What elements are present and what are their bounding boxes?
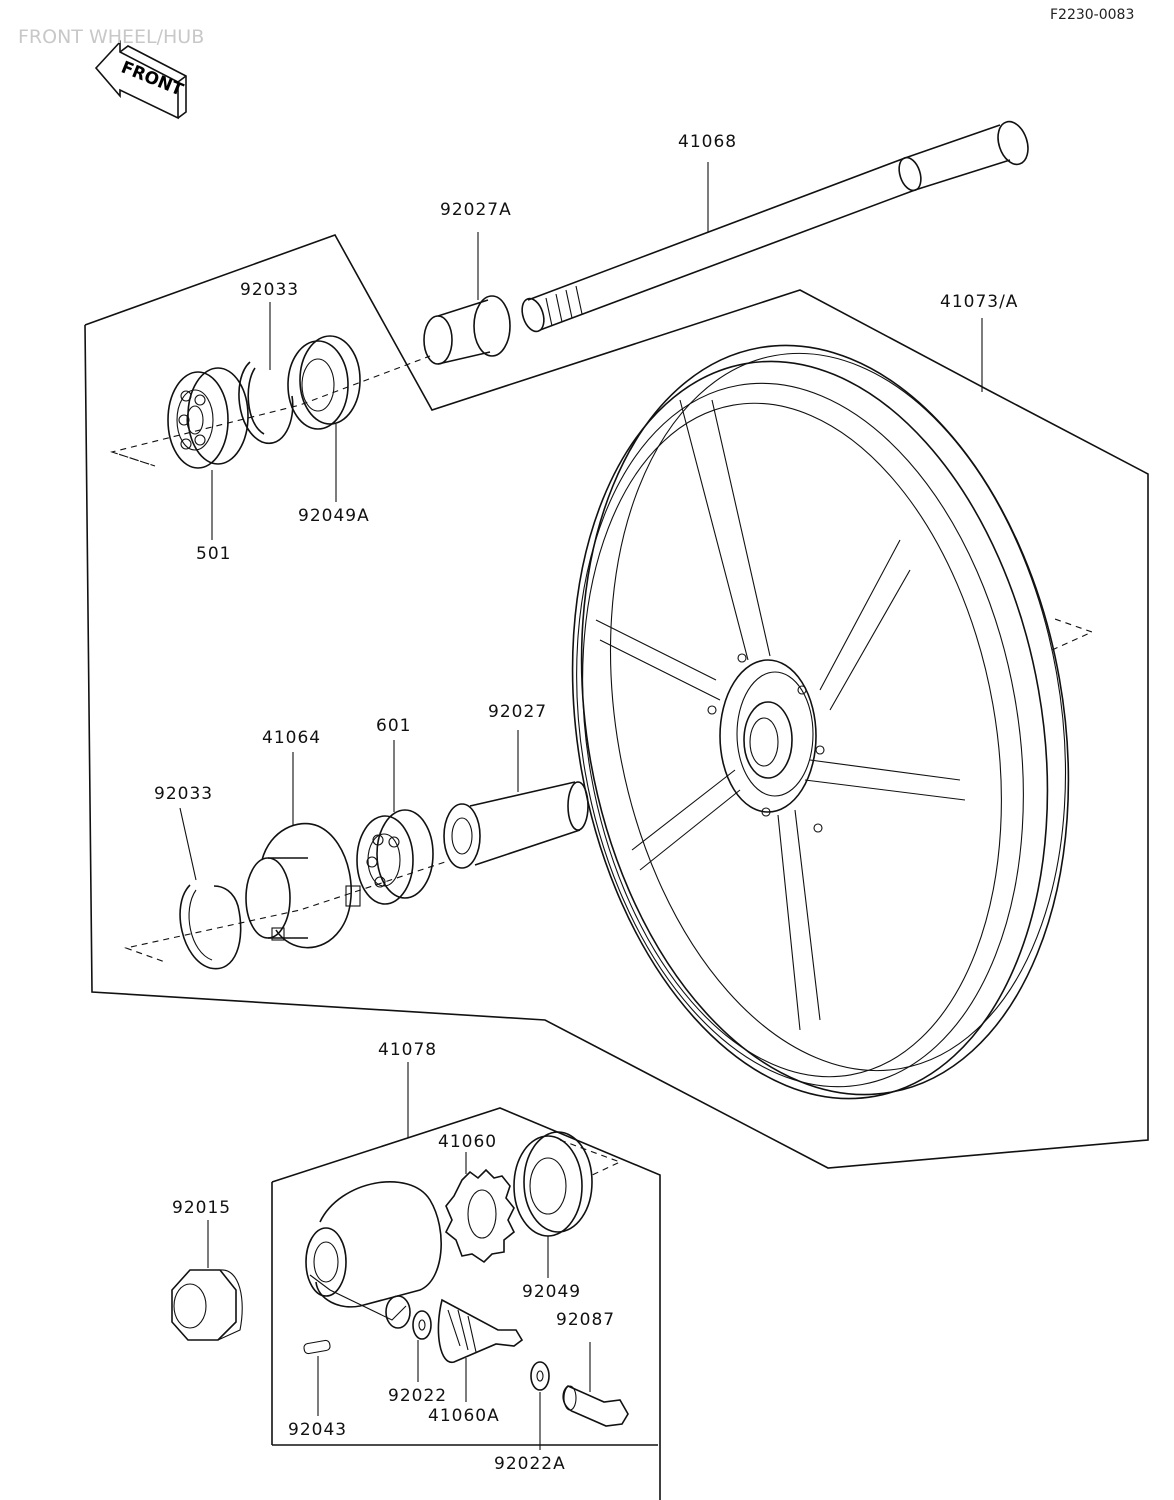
- wheel-41073a: [571, 318, 1094, 1100]
- spacer-92027: [443, 730, 589, 869]
- part-label-41078: 41078: [378, 1040, 438, 1060]
- part-label-92043: 92043: [288, 1420, 348, 1440]
- collar-92027a: [423, 232, 511, 365]
- circlip-92033-mid: [179, 807, 242, 970]
- washer-92022: [412, 1310, 432, 1382]
- speedometer-assembly-frame: [271, 1107, 661, 1500]
- part-label-92027: 92027: [488, 702, 548, 722]
- part-label-92033-mid: 92033: [154, 784, 214, 804]
- seal-92049: [513, 1131, 622, 1278]
- part-label-92022: 92022: [388, 1386, 448, 1406]
- part-label-501: 501: [196, 544, 232, 564]
- axle-41068: [521, 120, 1029, 333]
- part-label-92027a: 92027A: [440, 200, 512, 220]
- bearing-501: [167, 367, 249, 540]
- assembly-frame: [84, 234, 1149, 1169]
- part-label-92049: 92049: [522, 1282, 582, 1302]
- part-label-41068: 41068: [678, 132, 738, 152]
- part-label-92087: 92087: [556, 1310, 616, 1330]
- part-label-41060a: 41060A: [428, 1406, 500, 1426]
- part-label-92022a: 92022A: [494, 1454, 566, 1474]
- part-label-41064: 41064: [262, 728, 322, 748]
- diagram-title: FRONT WHEEL/HUB: [18, 26, 205, 48]
- nut-92015: [171, 1220, 243, 1341]
- part-label-601: 601: [376, 716, 412, 736]
- part-label-92033: 92033: [240, 280, 300, 300]
- part-label-92015: 92015: [172, 1198, 232, 1218]
- bushing-92087: [562, 1342, 629, 1427]
- part-label-41073a: 41073/A: [940, 292, 1019, 312]
- part-label-41060: 41060: [438, 1132, 498, 1152]
- washer-92022a: [530, 1361, 550, 1450]
- bearing-601: [356, 740, 434, 905]
- pin-92043: [303, 1339, 331, 1416]
- pinion-41060a: [437, 1298, 524, 1402]
- reference-code: F2230-0083: [1050, 7, 1135, 23]
- front-arrow-icon: FRONT: [94, 39, 187, 120]
- seal-92049a: [287, 335, 361, 502]
- coupling-41064: [245, 752, 361, 949]
- centerline-upper: [110, 355, 431, 467]
- part-label-92049a: 92049A: [298, 506, 370, 526]
- centerline-mid: [124, 861, 446, 963]
- speedometer-housing: [305, 1181, 442, 1329]
- circlip-92033-top: [238, 302, 294, 445]
- gear-41060: [444, 1152, 516, 1264]
